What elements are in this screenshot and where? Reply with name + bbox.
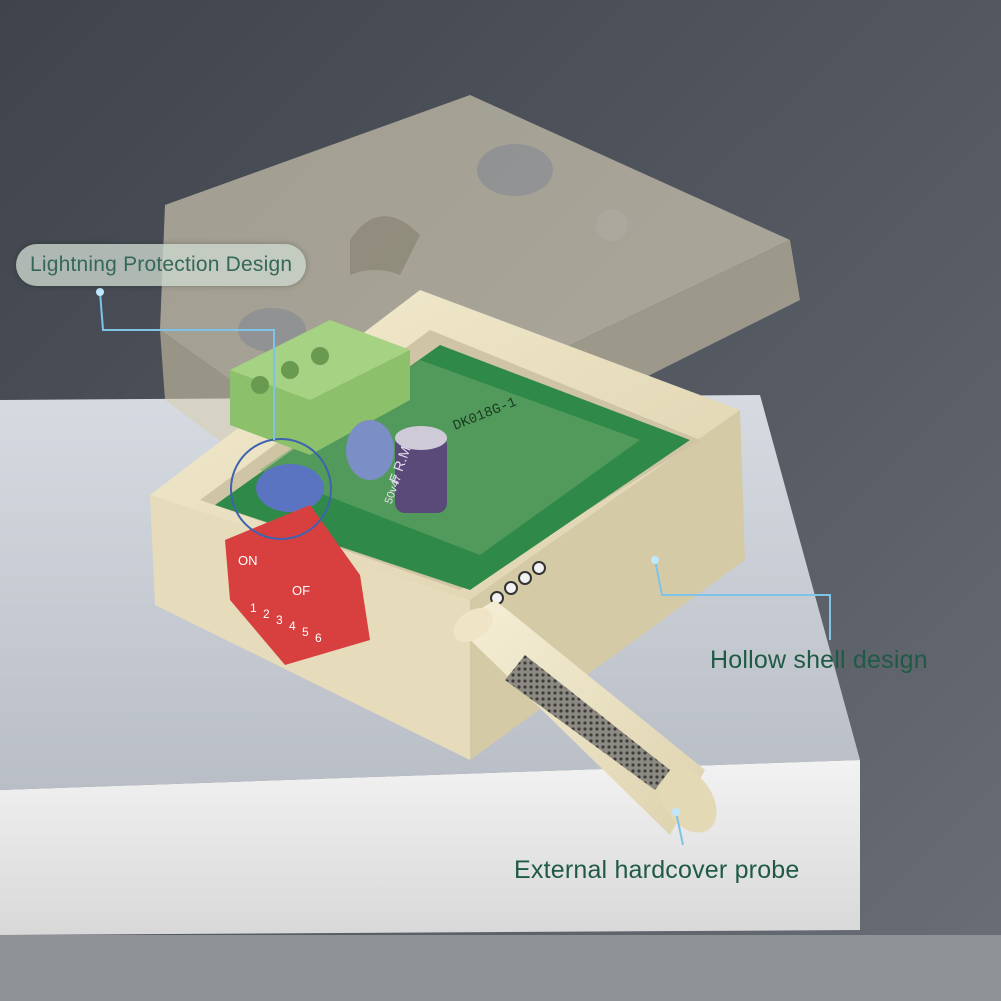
vent-slots xyxy=(560,273,567,327)
varistor xyxy=(346,420,394,480)
lightning-protection-label: Lightning Protection Design xyxy=(16,244,307,286)
capacitor: F R.M 50v47 xyxy=(383,426,447,513)
callout-line-lightning xyxy=(99,291,275,440)
callout-dot-hollow xyxy=(651,556,659,564)
varistor xyxy=(256,464,324,512)
callout-line-hollow xyxy=(654,559,831,640)
dip-number: 5 xyxy=(302,625,309,639)
callout-dot-lightning xyxy=(96,288,104,296)
dip-number: 4 xyxy=(289,619,296,633)
dip-number: 1 xyxy=(250,601,257,615)
callout-line-probe xyxy=(675,811,684,846)
callout-dot-probe xyxy=(672,808,680,816)
sensor-probe xyxy=(453,600,717,835)
highlight-circle xyxy=(230,438,332,540)
dip-number: 3 xyxy=(276,613,283,627)
table-front xyxy=(0,760,860,935)
dip-number: 6 xyxy=(315,631,322,645)
dip-off-label: OF xyxy=(292,583,310,598)
probe-label: External hardcover probe xyxy=(514,856,800,884)
dip-number: 2 xyxy=(263,607,270,621)
dip-on-label: ON xyxy=(238,553,258,568)
floor xyxy=(0,935,1001,1001)
hollow-shell-label: Hollow shell design xyxy=(710,646,928,674)
